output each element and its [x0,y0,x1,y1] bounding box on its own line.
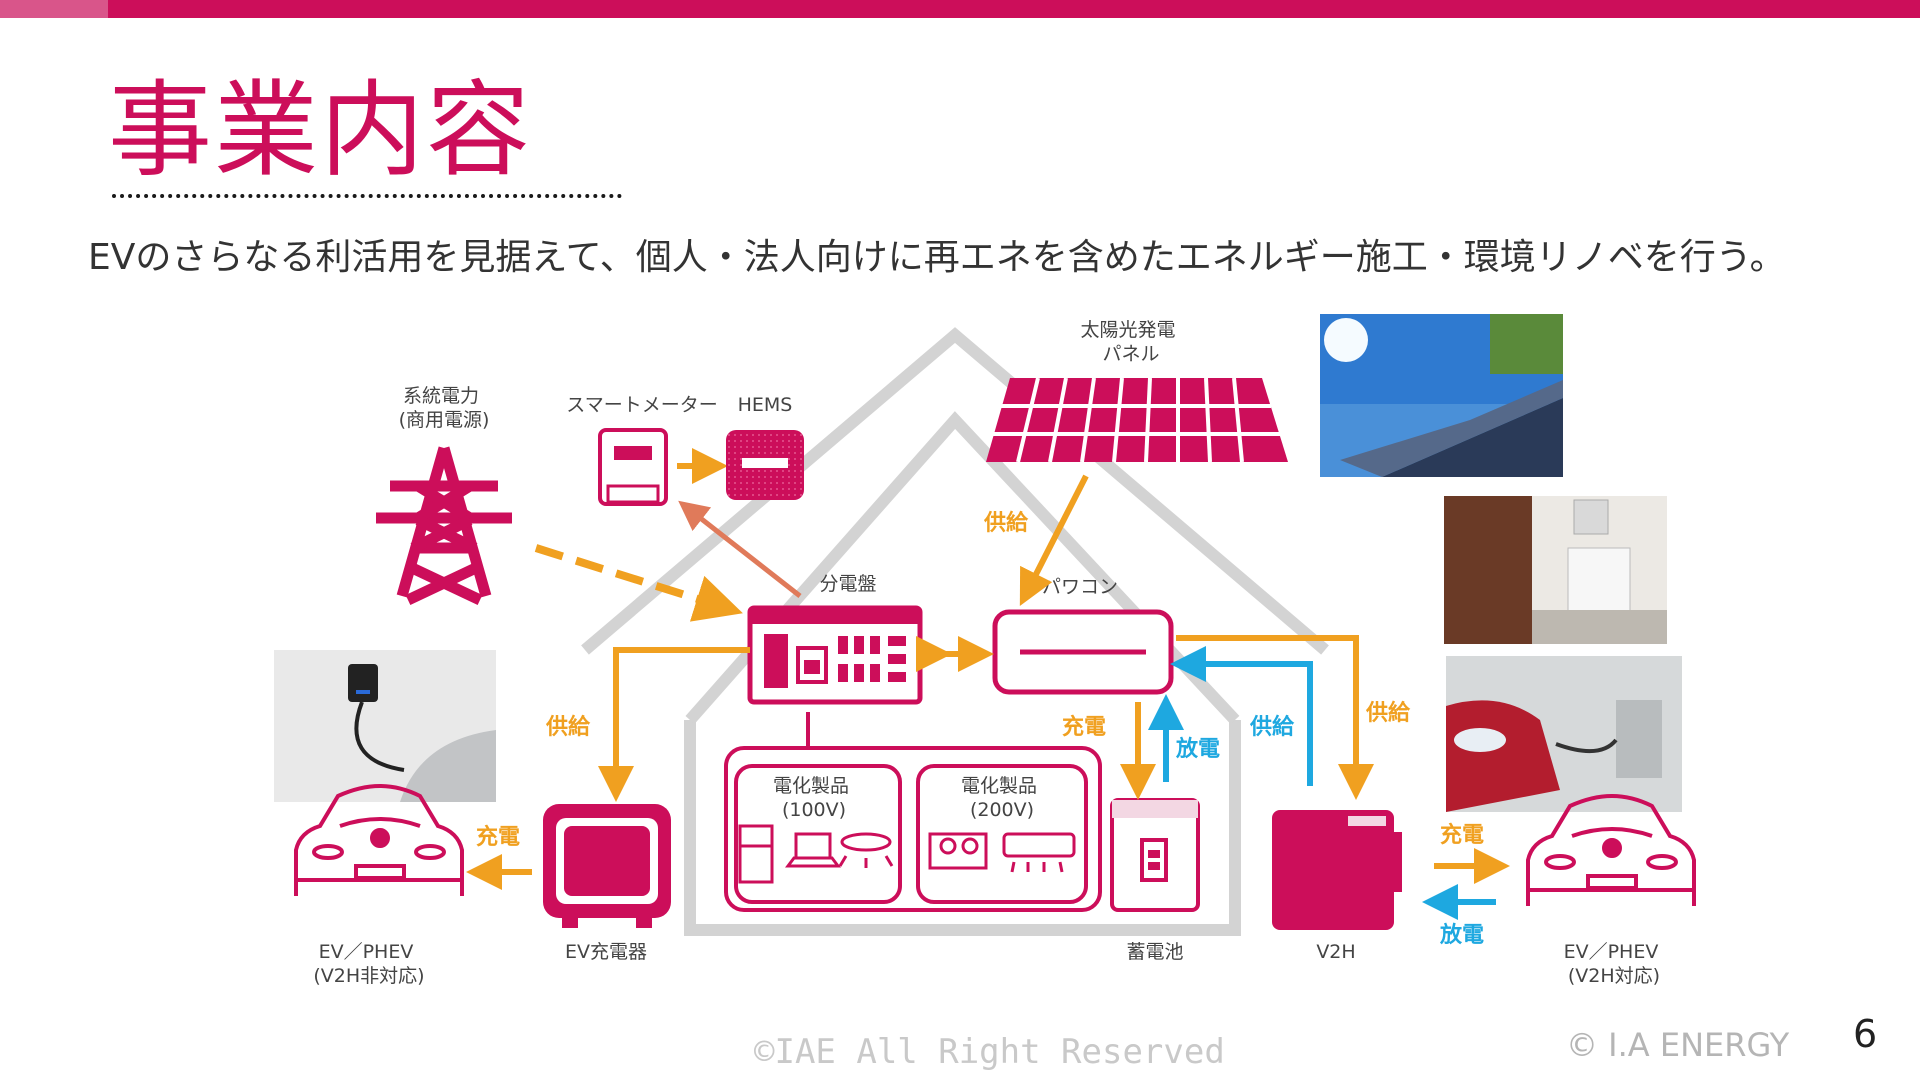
appliances-100v-label-line2: (100V) [782,799,846,821]
flow-label-charge-battery: 充電 [1062,714,1106,740]
page-subtitle: EVのさらなる利活用を見据えて、個人・法人向けに再エネを含めたエネルギー施工・環… [88,237,1786,278]
ev-right-label-line2: (V2H対応) [1568,965,1660,987]
flow-label-discharge-battery: 放電 [1175,736,1220,762]
solar-panel-label-line2: パネル [1102,343,1159,365]
v2h-ev-photo [1446,656,1682,812]
distribution-board-label: 分電盤 [819,573,876,595]
solar-roof-photo [1320,314,1563,477]
battery-wall-photo [1444,496,1667,644]
v2h-label: V2H [1316,941,1355,963]
solar-panel-label-line1: 太陽光発電 [1080,319,1175,341]
grid-power-label: 系統電力 (商用電源) [399,385,490,431]
smart-meter-label: スマートメーター [566,394,717,416]
power-conditioner-icon [992,609,1174,695]
ev-left-label-line1: EV／PHEV [319,941,414,963]
storage-battery-label: 蓄電池 [1126,941,1183,963]
storage-battery-icon [1110,798,1200,912]
ev-left-label: EV／PHEV (V2H非対応) [313,941,424,987]
laptop-icon [785,832,841,868]
flow-label-discharge-right: 放電 [1439,922,1484,948]
title-underline [112,194,622,198]
ev-charger-icon [543,804,671,928]
flow-label-supply-v2h: 供給 [1249,714,1295,740]
grid-power-label-line2: (商用電源) [399,409,490,431]
v2h-to-pcs-arrow [1170,646,1313,786]
appliances-200v-label: 電化製品 (200V) [961,775,1043,821]
ev-right-label-line1: EV／PHEV [1564,941,1659,963]
flow-label-charge-left: 充電 [476,824,520,850]
ev-charger-photo [274,650,496,802]
distribution-board-icon [747,605,923,705]
grid-power-label-line1: 系統電力 [403,385,479,407]
solar-panel-label: 太陽光発電 パネル [1080,319,1181,365]
top-accent-bar-highlight [0,0,108,18]
copyright-watermark: ©IAE All Right Reserved [754,1032,1225,1072]
page-number: 6 [1853,1012,1878,1056]
top-accent-bar [0,0,1920,18]
flow-label-supply-right: 供給 [1365,700,1411,726]
ev-left-label-line2: (V2H非対応) [313,965,424,987]
flow-label-supply-left: 供給 [545,714,591,740]
ev-left-car-icon [294,783,464,896]
grid-to-board-arrow [534,544,743,622]
board-to-meter-arrow [678,500,802,598]
appliances-200v-label-line2: (200V) [970,799,1034,821]
ev-charger-label: EV充電器 [565,941,647,963]
appliances-100v-label: 電化製品 (100V) [773,775,855,821]
ev-right-label: EV／PHEV (V2H対応) [1564,941,1665,987]
flow-label-charge-right: 充電 [1440,822,1484,848]
air-conditioner-icon [1002,832,1076,873]
ih-cooktop-icon [928,832,988,870]
solar-panel-icon [986,377,1288,463]
hems-label: HEMS [738,394,793,416]
power-conditioner-label: パワコン [1042,576,1118,598]
v2h-unit-icon [1272,810,1402,930]
hems-icon [726,430,804,500]
ceiling-light-icon [838,832,894,868]
smart-meter-icon [598,428,668,506]
power-tower-icon [376,446,512,605]
pcs-to-v2h-arrow [1176,635,1374,800]
page-title: 事業内容 [108,69,533,191]
board-to-ev-charger-arrow [598,647,750,802]
ev-right-car-icon [1526,793,1696,906]
solar-to-pcs-arrow [1019,474,1089,607]
refrigerator-icon [738,824,774,884]
appliances-100v-label-line1: 電化製品 [773,775,849,797]
appliances-200v-label-line1: 電化製品 [961,775,1037,797]
flow-label-supply-solar: 供給 [983,510,1029,536]
company-copyright: © I.A ENERGY [1566,1026,1790,1064]
